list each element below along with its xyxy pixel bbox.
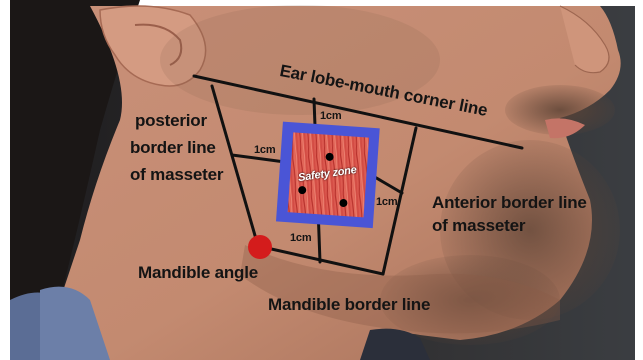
mandible-angle-label: Mandible angle [138, 262, 258, 284]
distance-right-label: 1cm [376, 196, 397, 209]
distance-left-label: 1cm [254, 144, 275, 157]
posterior-border-label-line3: of masseter [130, 164, 223, 186]
posterior-border-label-line1: posterior [135, 110, 207, 132]
right-border [635, 0, 643, 360]
left-border [0, 0, 10, 360]
distance-top-label: 1cm [320, 110, 341, 123]
mandible-border-label: Mandible border line [268, 294, 430, 316]
posterior-border-label-line2: border line [130, 137, 216, 159]
distance-bottom-label: 1cm [290, 232, 311, 245]
anterior-border-label-line2: of masseter [432, 215, 525, 237]
anterior-border-label-line1: Anterior border line [432, 192, 587, 214]
mandible-angle-marker [248, 235, 272, 259]
